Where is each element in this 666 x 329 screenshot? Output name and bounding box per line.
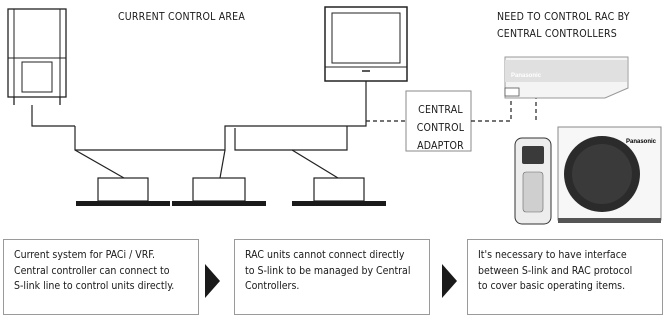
step-box-2: RAC units cannot connect directly to S-l… <box>234 239 430 315</box>
central-controller-monitor <box>324 6 408 82</box>
step-text-2: RAC units cannot connect directly to S-l… <box>245 249 411 292</box>
step-arrow-2 <box>442 264 457 298</box>
current-control-area-label: CURRENT CONTROL AREA <box>118 11 246 23</box>
remote-controller <box>514 137 552 225</box>
cassette-unit-1 <box>76 177 170 206</box>
panasonic-outdoor-logo: Panasonic <box>626 139 657 145</box>
cassette-unit-3 <box>292 177 386 206</box>
adaptor-label: CENTRAL CONTROL ADAPTOR <box>416 104 465 152</box>
step-text-3: It's necessary to have interface between… <box>478 249 633 292</box>
step-text-1: Current system for PACi / VRF. Central c… <box>14 249 175 292</box>
step-arrow-1 <box>205 264 220 298</box>
step-box-3: It's necessary to have interface between… <box>467 239 663 315</box>
rac-outdoor-unit <box>557 126 662 223</box>
need-rac-label: NEED TO CONTROL RAC BY CENTRAL CONTROLLE… <box>497 11 630 40</box>
floor-standing-unit <box>7 8 67 105</box>
cassette-unit-2 <box>172 177 266 206</box>
adaptor-box <box>405 90 472 152</box>
rac-indoor-unit <box>504 56 629 99</box>
panasonic-indoor-logo: Panasonic <box>511 73 542 79</box>
step-box-1: Current system for PACi / VRF. Central c… <box>3 239 199 315</box>
s-link-wiring <box>31 81 367 179</box>
